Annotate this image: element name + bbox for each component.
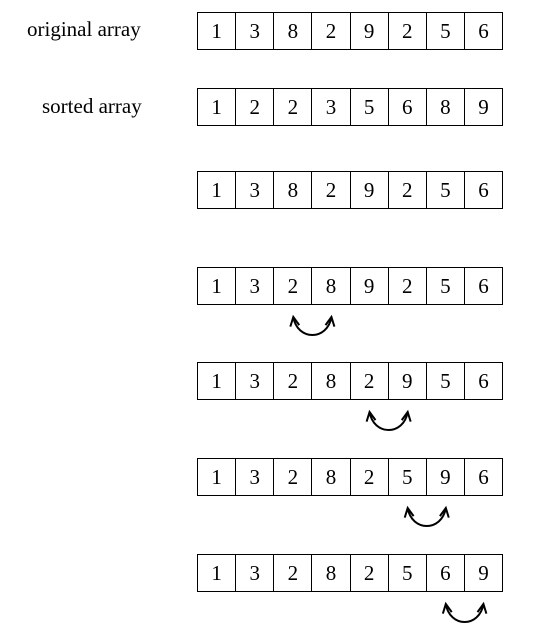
array-cell: 2 [389,268,427,304]
step-array-4: 1 3 2 8 2 5 6 9 [197,554,503,592]
step-array-0: 1 3 8 2 9 2 5 6 [197,171,503,209]
array-cell: 5 [427,13,465,49]
array-cell: 1 [198,363,237,399]
array-cell: 5 [427,172,465,208]
array-cell: 9 [351,13,389,49]
array-cell: 5 [389,459,427,495]
swap-arrow-icon [444,603,485,623]
swap-arrow-icon [406,507,447,527]
array-cell: 5 [351,89,389,125]
step-array-2: 1 3 2 8 2 9 5 6 [197,362,503,400]
array-cell: 9 [478,94,489,119]
array-cell: 2 [351,363,389,399]
swap-arrowhead-right-icon [476,601,488,614]
array-cell: 2 [274,459,313,495]
array-cell: 9 [478,560,489,585]
swap-arrowhead-left-icon [289,314,301,327]
array-cell: 2 [351,459,389,495]
array-cell: 2 [351,555,389,591]
array-cell: 3 [236,172,275,208]
array-cell: 6 [478,464,489,489]
array-cell: 3 [236,13,275,49]
array-cell: 8 [312,268,351,304]
array-cell: 8 [274,13,313,49]
swap-arrowhead-right-icon [400,409,412,422]
swap-arrowhead-left-icon [441,601,453,614]
array-cell: 8 [312,555,351,591]
array-cell: 1 [198,13,237,49]
step-array-1: 1 3 2 8 9 2 5 6 [197,267,503,305]
array-cell: 9 [427,459,465,495]
array-cell: 6 [478,18,489,43]
array-cell: 6 [478,273,489,298]
array-cell: 9 [351,172,389,208]
array-cell: 8 [427,89,465,125]
original-array: 1 3 8 2 9 2 5 6 [197,12,503,50]
array-cell: 3 [236,363,275,399]
array-cell: 1 [198,459,237,495]
array-cell: 2 [274,363,313,399]
array-cell: 6 [478,368,489,393]
array-cell: 3 [236,459,275,495]
array-cell: 1 [198,89,237,125]
array-cell: 2 [274,555,313,591]
swap-arrow-icon [368,411,409,431]
array-cell: 8 [274,172,313,208]
array-cell: 9 [389,363,427,399]
array-cell: 3 [236,555,275,591]
sorted-array: 1 2 2 3 5 6 8 9 [197,88,503,126]
array-cell: 3 [236,268,275,304]
array-cell: 1 [198,172,237,208]
step-array-3: 1 3 2 8 2 5 9 6 [197,458,503,496]
array-cell: 1 [198,555,237,591]
array-cell: 2 [236,89,275,125]
array-cell: 3 [312,89,351,125]
array-cell: 6 [478,177,489,202]
array-cell: 2 [389,13,427,49]
array-cell: 5 [427,363,465,399]
sorted-array-label: sorted array [42,94,142,118]
swap-arrow-icon [292,316,333,336]
swap-arrowhead-left-icon [403,505,415,518]
array-cell: 9 [351,268,389,304]
array-cell: 5 [389,555,427,591]
array-cell: 2 [274,268,313,304]
array-cell: 2 [312,13,351,49]
array-cell: 2 [312,172,351,208]
array-cell: 8 [312,459,351,495]
array-cell: 6 [389,89,427,125]
array-cell: 2 [274,89,313,125]
swap-arrowhead-right-icon [439,505,450,518]
array-cell: 6 [427,555,465,591]
original-array-label: original array [27,17,141,41]
array-cell: 1 [198,268,237,304]
swap-arrowhead-left-icon [365,409,377,422]
array-cell: 2 [389,172,427,208]
array-cell: 5 [427,268,465,304]
array-cell: 8 [312,363,351,399]
swap-arrowhead-right-icon [324,314,336,327]
